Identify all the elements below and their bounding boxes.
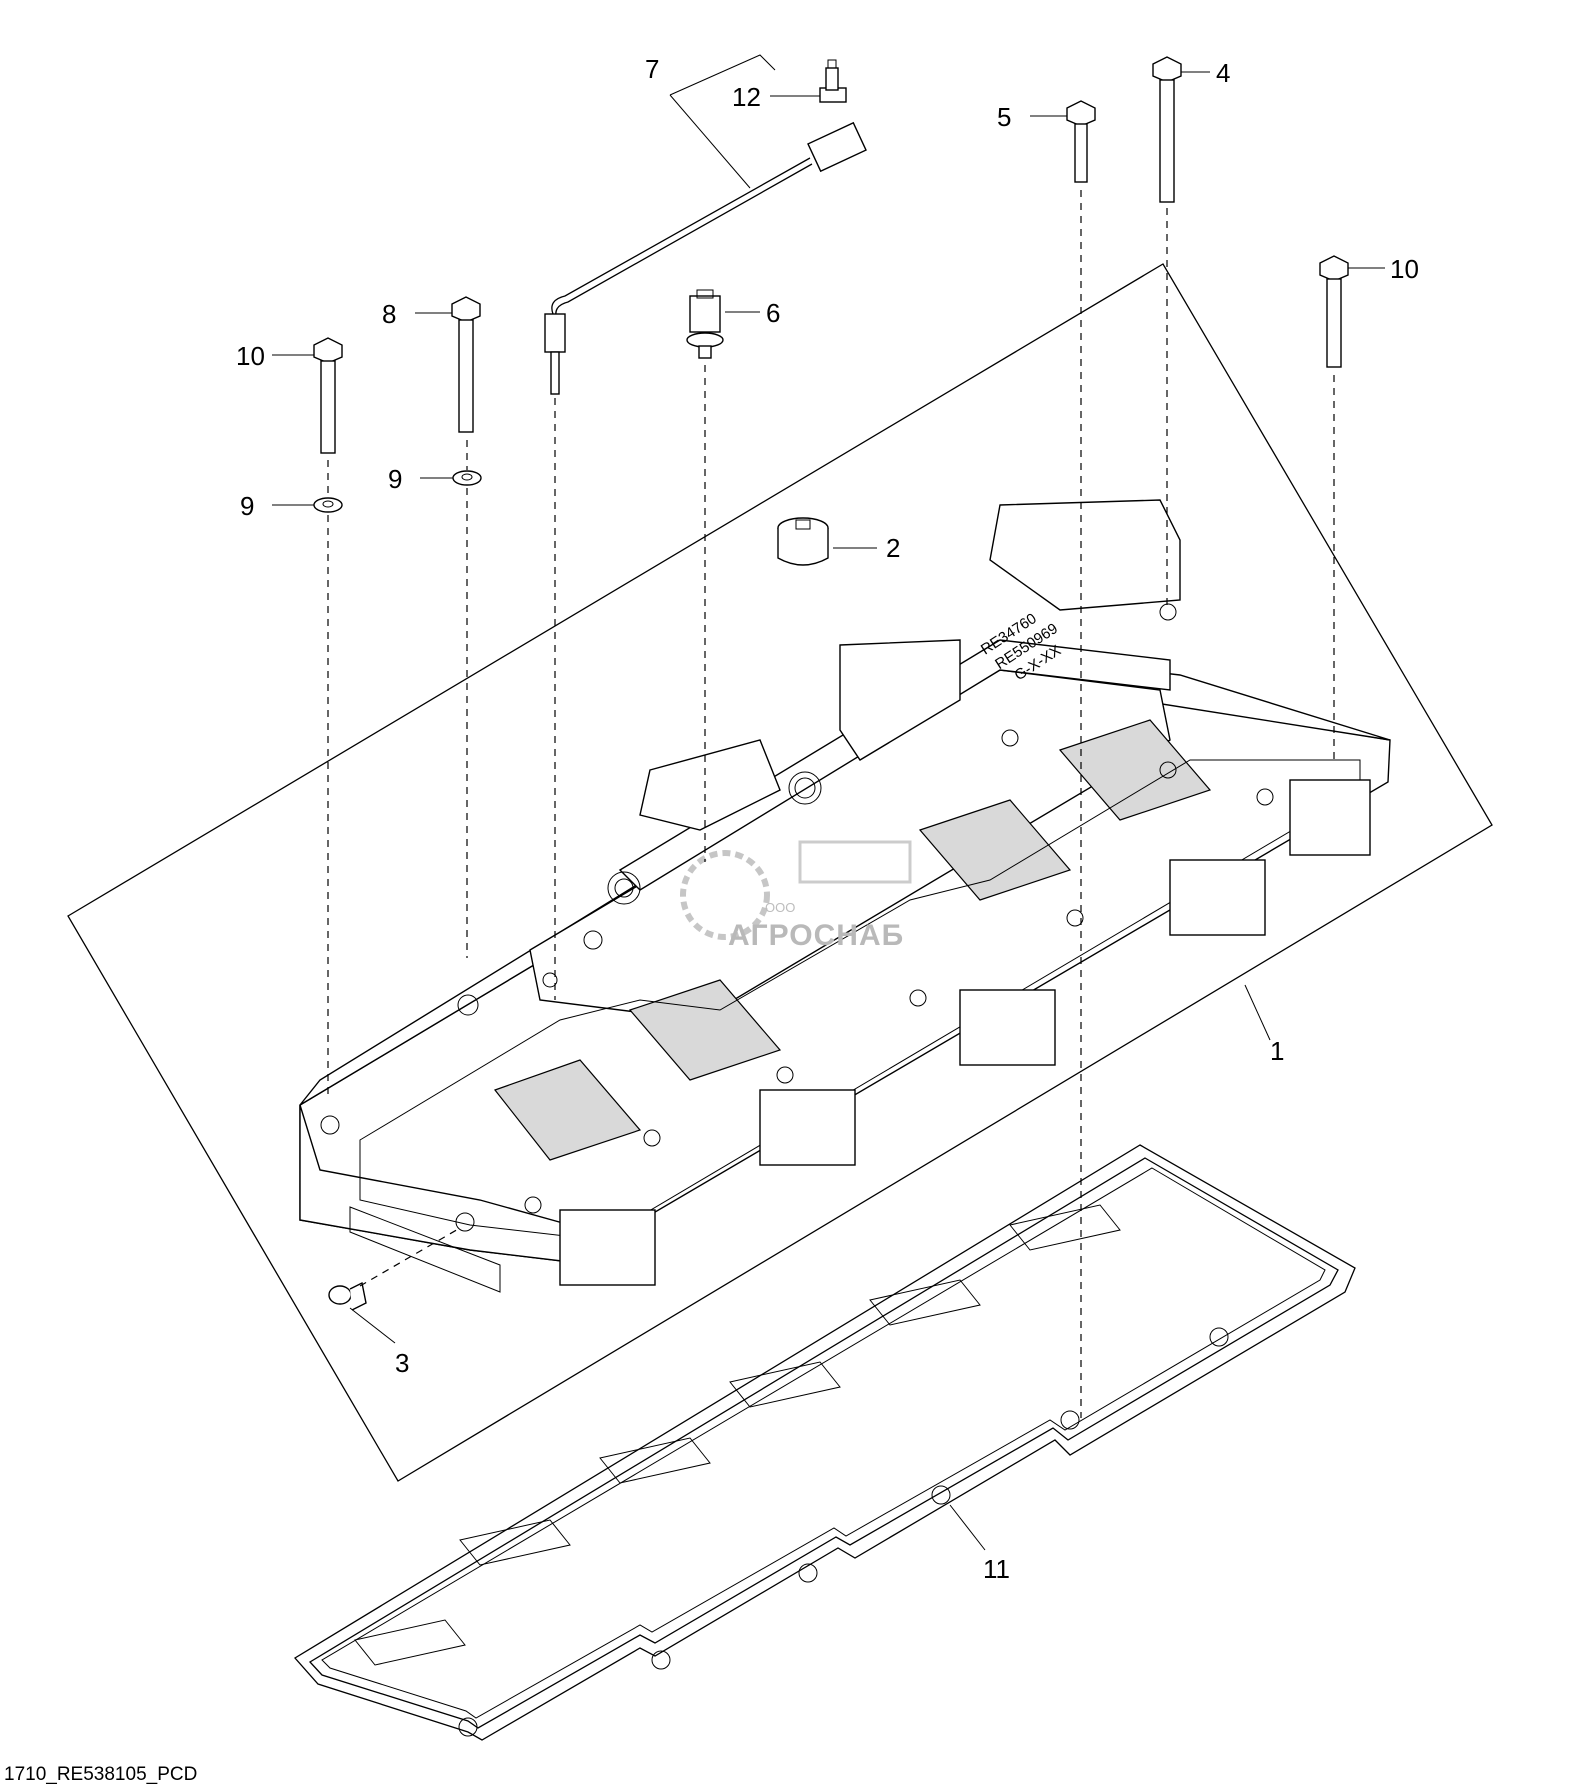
washer-9-left bbox=[313, 497, 343, 513]
callout-6: 6 bbox=[766, 298, 780, 328]
callout-9-right: 9 bbox=[388, 464, 402, 494]
callout-7: 7 bbox=[645, 54, 659, 84]
drawing-id: 1710_RE538105_PCD bbox=[4, 1764, 197, 1785]
plug-2 bbox=[777, 517, 829, 566]
callout-5: 5 bbox=[997, 102, 1011, 132]
callout-11: 11 bbox=[983, 1554, 1010, 1584]
sensor-7 bbox=[544, 121, 867, 395]
callout-1: 1 bbox=[1270, 1036, 1284, 1066]
bolt-5 bbox=[1066, 100, 1096, 183]
bolt-10-right bbox=[1319, 255, 1349, 368]
gasket bbox=[293, 1144, 1356, 1741]
bolt-8 bbox=[451, 296, 481, 433]
callout-3: 3 bbox=[395, 1348, 409, 1378]
watermark-prefix: ООО bbox=[765, 900, 795, 915]
bolt-4 bbox=[1152, 56, 1182, 203]
callout-8: 8 bbox=[382, 299, 396, 329]
callout-10-right: 10 bbox=[1390, 254, 1419, 284]
callout-10-left: 10 bbox=[236, 341, 265, 371]
plug-3 bbox=[328, 1281, 367, 1311]
washer-9-right bbox=[452, 470, 482, 486]
sensor-6 bbox=[686, 289, 724, 359]
sensor-12 bbox=[819, 59, 847, 103]
watermark-company: АГРОСНАБ bbox=[728, 919, 904, 952]
callout-9-left: 9 bbox=[240, 491, 254, 521]
callout-12: 12 bbox=[732, 82, 761, 112]
bolt-10-left bbox=[313, 337, 343, 454]
callout-4: 4 bbox=[1216, 58, 1230, 88]
callout-2: 2 bbox=[886, 533, 900, 563]
watermark: ООО АГРОСНАБ bbox=[680, 840, 912, 952]
valve-cover-housing: RE34760 RE550969 G-X-XX bbox=[299, 499, 1391, 1293]
assembly-outline-box bbox=[67, 263, 1493, 1482]
